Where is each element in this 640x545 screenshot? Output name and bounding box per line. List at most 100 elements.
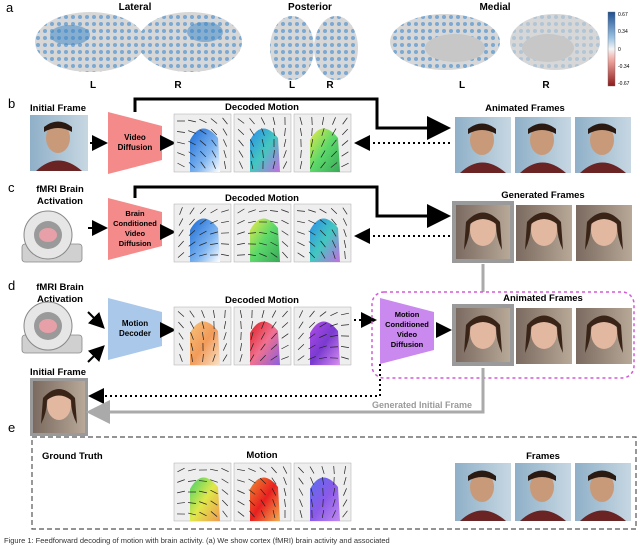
colorbar-tick-4: -0.67 <box>618 81 630 87</box>
flow-vector <box>320 251 326 259</box>
flow-vector <box>341 356 349 360</box>
flow-vector <box>297 355 305 361</box>
flow-vector <box>188 512 196 516</box>
flow-vector <box>281 219 289 225</box>
flow-vector <box>342 499 348 507</box>
ground-truth-box <box>31 436 637 530</box>
flow-vector <box>298 310 304 318</box>
panel-c: c fMRI Brain Activation Brain Conditione… <box>8 180 632 292</box>
flow-vector <box>340 324 350 326</box>
flow-vector <box>249 117 255 125</box>
flow-vector <box>270 344 278 350</box>
flow-vector <box>222 510 228 518</box>
brain-lateral-left <box>35 12 145 72</box>
brain-medial-left <box>390 14 500 70</box>
flow-vector <box>321 116 325 126</box>
flow-vector <box>260 117 266 125</box>
flow-vector <box>211 150 217 158</box>
arrow-b-route-to-output <box>133 97 451 140</box>
flow-vector <box>272 499 276 507</box>
flow-vector <box>249 128 255 136</box>
flow-vector <box>270 355 278 361</box>
dashed-container-motion-conditioned <box>371 291 635 379</box>
flow-vector <box>249 354 255 362</box>
generated-frame-c-2 <box>516 205 572 261</box>
model-d-label-line3: Video <box>397 330 418 339</box>
flow-vector <box>332 487 336 497</box>
panel-d-input-label-line2: Activation <box>37 294 83 305</box>
flow-vector <box>248 478 256 484</box>
flow-vector <box>212 354 216 362</box>
flow-vector <box>211 139 217 147</box>
hemi-label-lateral-r: R <box>174 80 182 91</box>
flow-vector <box>342 128 348 136</box>
flow-vector <box>321 128 325 136</box>
flow-vector <box>297 241 305 247</box>
view-lateral-title: Lateral <box>119 2 152 13</box>
flow-vector <box>332 251 336 259</box>
flow-vector <box>220 243 230 245</box>
decoder-label-line1: Motion <box>122 319 148 328</box>
panel-c-letter: c <box>8 180 15 195</box>
flow-vector <box>250 343 254 351</box>
model-c-label-line1: Brain <box>125 209 145 218</box>
flow-vector <box>320 240 326 248</box>
flow-vector <box>260 354 266 362</box>
flow-vector <box>187 480 197 482</box>
flow-vector <box>273 127 275 137</box>
flow-vector <box>199 118 207 124</box>
flow-vector <box>344 250 346 260</box>
flow-vector <box>221 499 229 507</box>
flow-vector <box>321 139 325 147</box>
gt-frame-2 <box>515 463 571 521</box>
flow-vector <box>237 242 245 246</box>
flow-vector <box>239 354 243 362</box>
brain-posterior <box>270 16 358 80</box>
hemi-label-medial-l: L <box>459 80 465 91</box>
flow-vector <box>298 488 304 496</box>
flow-vector <box>210 468 218 472</box>
flow-vector <box>299 499 303 507</box>
flow-vector <box>237 500 245 506</box>
flow-vector <box>271 332 277 340</box>
flow-vector <box>259 467 267 473</box>
flow-vector <box>281 241 289 247</box>
flow-vector <box>189 218 195 226</box>
flow-vector <box>176 131 186 133</box>
flow-vector <box>221 467 229 473</box>
flow-vector <box>318 356 328 360</box>
flow-vector <box>341 162 349 168</box>
flow-vector <box>320 150 326 158</box>
flow-vector <box>321 466 325 474</box>
flow-vector <box>188 252 196 258</box>
animated-frame-d-3 <box>576 308 632 364</box>
model-c-label-line4: Diffusion <box>119 239 152 248</box>
flow-vector <box>248 499 256 507</box>
flow-vector <box>250 161 254 169</box>
arrow-c-route-to-output <box>133 185 451 228</box>
model-d-label-line4: Diffusion <box>391 340 424 349</box>
flow-vector <box>179 207 183 215</box>
flow-vector <box>199 208 207 214</box>
flow-vector <box>247 232 257 234</box>
flow-vector <box>300 149 302 159</box>
flow-vector <box>311 127 313 137</box>
flow-vector <box>299 510 303 518</box>
flow-vector <box>270 231 278 235</box>
flow-arrow-overlay <box>176 116 350 519</box>
panel-e-motion-title: Motion <box>246 450 277 461</box>
hemi-label-lateral-l: L <box>90 80 96 91</box>
mri-scanner-c <box>21 210 83 263</box>
flow-vector <box>284 498 286 508</box>
flow-vector <box>321 476 325 486</box>
panel-e-frames-title: Frames <box>526 451 560 462</box>
flow-vector <box>259 242 267 246</box>
panel-b: b Initial Frame Video Diffusion Decoded … <box>8 96 631 174</box>
flow-vector <box>237 490 245 494</box>
flow-vector <box>319 219 327 225</box>
flow-vector <box>321 510 325 518</box>
generated-frame-c-1 <box>452 201 514 263</box>
flow-vector <box>209 243 219 245</box>
panel-e: e Ground Truth Motion Frames <box>8 420 637 530</box>
flow-vector <box>308 230 316 236</box>
